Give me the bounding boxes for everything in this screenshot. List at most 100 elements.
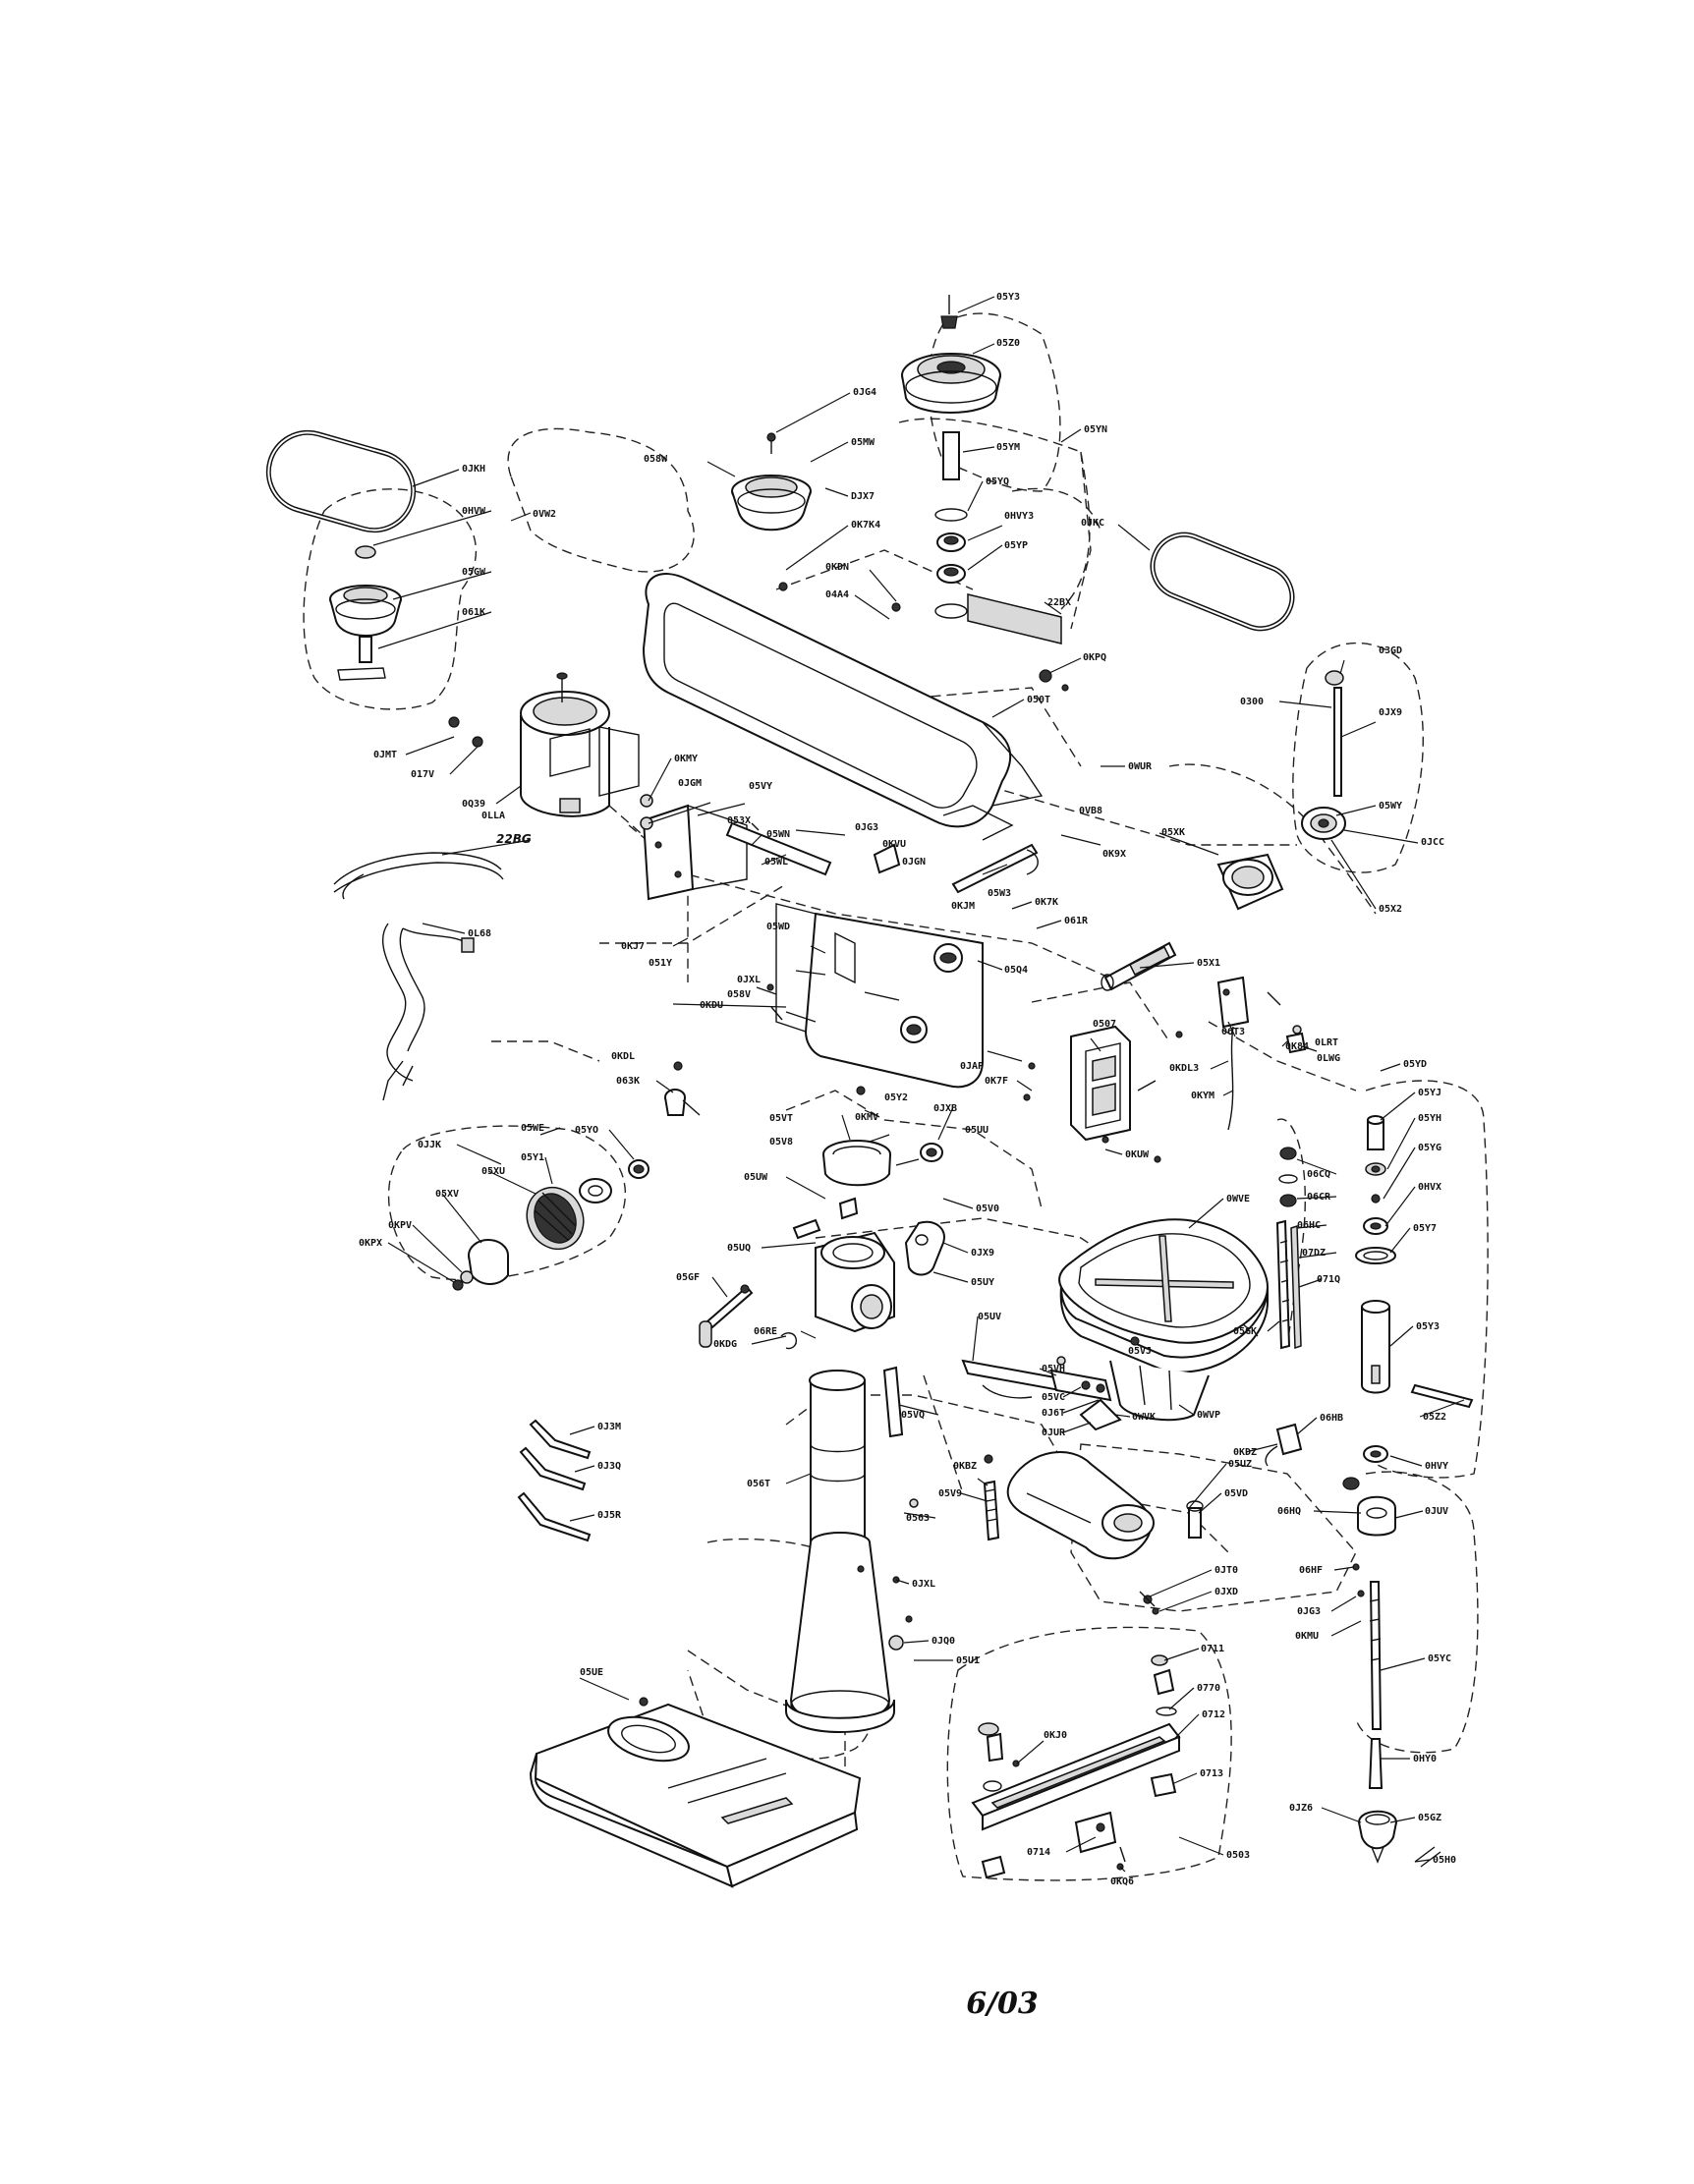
label-061R: 061R <box>1064 916 1089 926</box>
label-0507: 0507 <box>1093 1019 1116 1030</box>
motor <box>520 672 640 817</box>
label-05WN: 05WN <box>766 829 790 840</box>
label-0JX9b: 0JX9 <box>971 1248 994 1259</box>
label-05VC: 05VC <box>1042 1392 1065 1403</box>
label-0JG3b: 0JG3 <box>1297 1606 1321 1617</box>
label-0KDL3: 0KDL3 <box>1169 1063 1199 1074</box>
label-06CR: 06CR <box>1307 1192 1331 1203</box>
label-05Y2: 05Y2 <box>884 1092 908 1103</box>
label-0J3Q: 0J3Q <box>597 1461 621 1472</box>
label-0KPV: 0KPV <box>388 1220 412 1231</box>
label-0WUR: 0WUR <box>1128 761 1153 772</box>
leader-lines <box>372 296 1465 1873</box>
label-05Z0: 05Z0 <box>996 338 1020 349</box>
label-0J5R: 0J5R <box>597 1510 622 1521</box>
label-05VH: 05VH <box>1042 1364 1065 1374</box>
label-0713: 0713 <box>1200 1768 1223 1779</box>
light-bar <box>971 1654 1181 1879</box>
label-0KDN: 0KDN <box>825 562 849 573</box>
label-05GW: 05GW <box>462 567 486 578</box>
label-0KBZ: 0KBZ <box>953 1461 977 1472</box>
label-0J3M: 0J3M <box>597 1422 621 1432</box>
label-05GZ: 05GZ <box>1418 1813 1441 1823</box>
label-05UY: 05UY <box>971 1277 994 1288</box>
label-0L68: 0L68 <box>468 928 491 939</box>
part-labels: 05Y3 05Z0 05YN 0JG4 05MW 058W 05YM DJX7 … <box>359 292 1456 1887</box>
label-0HY0: 0HY0 <box>1413 1754 1437 1764</box>
label-0Q39: 0Q39 <box>462 799 485 810</box>
label-05X2: 05X2 <box>1379 904 1402 915</box>
label-0300: 0300 <box>1240 697 1264 707</box>
label-0JGM: 0JGM <box>678 778 702 789</box>
feed-handle-hub <box>452 1159 649 1291</box>
label-056T: 056T <box>747 1479 770 1489</box>
label-0K7K4: 0K7K4 <box>851 520 880 531</box>
label-0JZ6: 0JZ6 <box>1289 1803 1313 1814</box>
label-05Y3b: 05Y3 <box>1416 1321 1440 1332</box>
label-0KJ0: 0KJ0 <box>1044 1730 1067 1741</box>
work-table <box>1058 1218 1270 1422</box>
label-0770: 0770 <box>1197 1683 1220 1694</box>
base <box>529 1697 862 1888</box>
label-05V8: 05V8 <box>769 1137 793 1148</box>
intermediate-pulley <box>731 432 812 532</box>
label-0711: 0711 <box>1201 1644 1224 1654</box>
label-05VY: 05VY <box>749 781 772 792</box>
label-05WD: 05WD <box>766 922 790 932</box>
label-0JUV: 0JUV <box>1425 1506 1448 1517</box>
label-0J6T: 0J6T <box>1042 1408 1065 1419</box>
label-05VJ: 05VJ <box>1128 1346 1152 1357</box>
label-0JXL2: 0JXL <box>912 1579 935 1590</box>
label-0HVW: 0HVW <box>462 506 486 517</box>
column-support <box>785 1532 904 1733</box>
label-05Q4: 05Q4 <box>1004 965 1028 976</box>
label-05XV: 05XV <box>435 1189 459 1200</box>
spindle-pulley-assembly <box>901 295 1062 644</box>
label-0KDU: 0KDU <box>700 1000 723 1011</box>
label-0KDL: 0KDL <box>611 1051 635 1062</box>
label-0KJM: 0KJM <box>951 901 975 912</box>
label-06HQ: 06HQ <box>1277 1506 1301 1517</box>
label-07DZ: 07DZ <box>1302 1248 1326 1259</box>
depth-stop <box>664 1061 701 1116</box>
label-0JXD: 0JXD <box>1214 1587 1238 1597</box>
hex-keys <box>517 1419 592 1542</box>
label-05XK: 05XK <box>1161 827 1185 838</box>
parts <box>265 295 1474 1888</box>
label-050T: 050T <box>1027 695 1050 705</box>
label-05XU: 05XU <box>481 1166 505 1177</box>
label-0563: 0563 <box>906 1513 930 1524</box>
label-0JJK: 0JJK <box>418 1140 441 1150</box>
label-05Y1: 05Y1 <box>521 1152 544 1163</box>
label-05U1: 05U1 <box>956 1655 980 1666</box>
label-06CQ: 06CQ <box>1307 1169 1330 1180</box>
label-0KMY: 0KMY <box>674 754 698 764</box>
label-0JG4: 0JG4 <box>853 387 876 398</box>
label-0VB8: 0VB8 <box>1079 806 1102 816</box>
label-0KVU: 0KVU <box>882 839 906 850</box>
label-22BX: 22BX <box>1047 597 1071 608</box>
label-05YO: 05YO <box>575 1125 598 1136</box>
label-0JXB: 0JXB <box>933 1103 957 1114</box>
label-06HF: 06HF <box>1299 1565 1323 1576</box>
label-05Y3: 05Y3 <box>996 292 1020 303</box>
label-05GF: 05GF <box>676 1272 700 1283</box>
label-0K84: 0K84 <box>1285 1041 1309 1052</box>
fasteners <box>751 582 1302 1623</box>
label-0LLA: 0LLA <box>481 811 505 821</box>
label-05MW: 05MW <box>851 437 875 448</box>
label-0JAP: 0JAP <box>960 1061 984 1072</box>
label-058W: 058W <box>644 454 668 465</box>
label-0K7K: 0K7K <box>1035 897 1058 908</box>
label-05W3: 05W3 <box>988 888 1011 899</box>
label-05UE: 05UE <box>580 1667 603 1678</box>
label-0LRT: 0LRT <box>1315 1037 1338 1048</box>
label-05X1: 05X1 <box>1197 958 1220 969</box>
label-0JT0: 0JT0 <box>1214 1565 1238 1576</box>
label-0KUW: 0KUW <box>1125 1149 1150 1160</box>
label-071Q: 071Q <box>1317 1274 1340 1285</box>
label-05V0: 05V0 <box>976 1204 999 1214</box>
label-0KDG: 0KDG <box>713 1339 737 1350</box>
label-0JGN: 0JGN <box>902 857 926 868</box>
